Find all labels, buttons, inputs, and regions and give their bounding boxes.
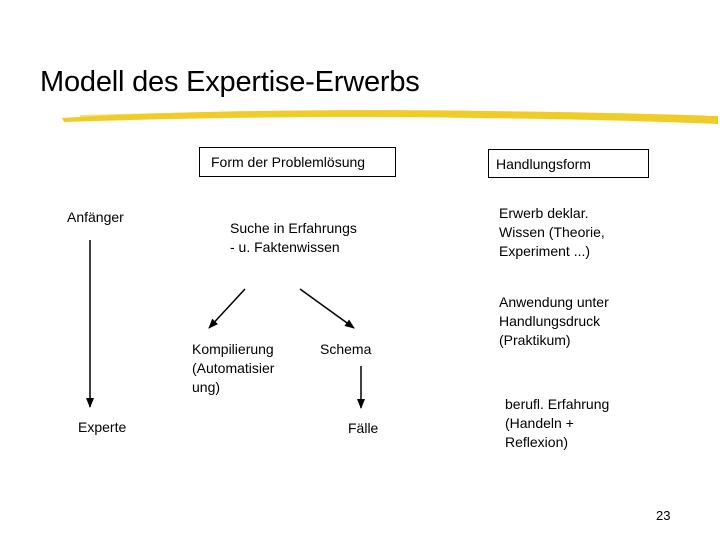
page-number: 23 [656,508,670,523]
search-to-compilation-arrow [209,289,245,328]
search-to-schema-arrow [300,289,354,328]
